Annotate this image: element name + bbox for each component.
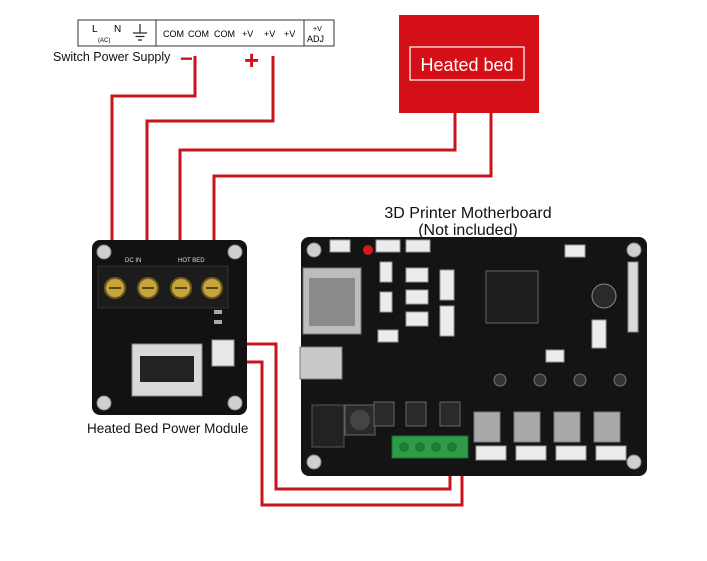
header-connector <box>375 239 401 253</box>
wire-bed-1 <box>178 113 457 264</box>
hot-bed-silkscreen: HOT BED <box>178 258 205 264</box>
ribbon-connector <box>627 261 639 333</box>
header-connector <box>439 305 455 337</box>
header-connector <box>329 239 351 253</box>
terminal-label-v-3: +V <box>284 29 295 39</box>
screw-terminal <box>170 277 192 299</box>
header-connector <box>379 291 393 313</box>
screw-terminal <box>201 277 223 299</box>
terminal-label-l: L <box>92 24 98 35</box>
capacitor <box>613 373 627 387</box>
motherboard-subtitle: (Not included) <box>418 222 518 239</box>
capacitor <box>573 373 587 387</box>
heated-bed-label-box <box>409 46 525 81</box>
microcontroller-chip <box>485 270 539 324</box>
mount-hole <box>626 454 642 470</box>
power-supply-terminal-strip: L (AC) N COM COM COM +V +V +V +V ADJ <box>77 19 335 47</box>
screw-terminal <box>104 277 126 299</box>
heated-bed-label: Heated bed <box>420 55 513 75</box>
capacitor <box>533 373 547 387</box>
motor-connector <box>555 445 587 461</box>
wire-negative <box>110 56 197 264</box>
mount-hole <box>306 454 322 470</box>
mosfet <box>405 401 427 427</box>
adj-terminal-box <box>303 19 335 47</box>
motor-connector <box>475 445 507 461</box>
dc-jack <box>311 404 345 448</box>
wire-positive <box>145 56 275 264</box>
heated-bed-plate <box>399 15 539 113</box>
wire-signal-2 <box>246 360 464 507</box>
header-connector <box>405 289 429 305</box>
stepper-driver <box>553 411 581 443</box>
wire-bed-2 <box>212 113 493 264</box>
minus-sign: − <box>180 46 193 71</box>
power-module-label: Heated Bed Power Module <box>87 421 248 436</box>
header-connector <box>439 269 455 301</box>
stepper-driver <box>513 411 541 443</box>
power-module-board: DC IN HOT BED <box>92 240 247 415</box>
terminal-label-com-3: COM <box>214 29 235 39</box>
mount-hole <box>227 395 243 411</box>
header-connector <box>379 261 393 283</box>
header-connector <box>405 239 431 253</box>
usb-port <box>299 346 343 380</box>
stepper-driver <box>473 411 501 443</box>
terminal-label-adj: ADJ <box>307 34 324 44</box>
header-connector <box>405 311 429 327</box>
terminal-label-com-1: COM <box>163 29 184 39</box>
header-connector <box>545 349 565 363</box>
dc-in-silkscreen: DC IN <box>125 258 141 264</box>
motherboard-pcb <box>299 237 647 476</box>
signal-connector <box>211 339 235 367</box>
terminal-label-v-2: +V <box>264 29 275 39</box>
mount-hole <box>626 242 642 258</box>
green-terminal-block <box>391 435 469 459</box>
header-connector <box>405 267 429 283</box>
capacitor <box>493 373 507 387</box>
mount-hole <box>227 244 243 260</box>
sd-card-slot-inner <box>309 278 355 326</box>
header-connector <box>377 329 399 343</box>
mount-hole <box>96 395 112 411</box>
plus-sign: + <box>244 45 259 75</box>
mosfet <box>373 401 395 427</box>
terminal-label-ac: (AC) <box>98 38 110 44</box>
motherboard-title: 3D Printer Motherboard <box>384 205 551 222</box>
header-connector <box>591 319 607 349</box>
mosfet-body <box>140 356 194 382</box>
dc-terminal-box <box>155 19 305 47</box>
mount-hole <box>306 242 322 258</box>
terminal-label-v-adj: +V <box>313 26 322 33</box>
ground-icon <box>133 24 147 41</box>
terminal-label-v-1: +V <box>242 29 253 39</box>
motor-connector <box>595 445 627 461</box>
mount-hole <box>96 244 112 260</box>
mosfet <box>439 401 461 427</box>
terminal-label-com-2: COM <box>188 29 209 39</box>
switch-power-supply-label: Switch Power Supply <box>53 50 171 64</box>
buzzer <box>591 283 617 309</box>
header-connector <box>564 244 586 258</box>
heated-bed: Heated bed <box>399 15 539 113</box>
screw-terminal <box>137 277 159 299</box>
terminal-label-n: N <box>114 24 121 35</box>
reset-button <box>363 245 373 255</box>
motor-connector <box>515 445 547 461</box>
stepper-driver <box>593 411 621 443</box>
